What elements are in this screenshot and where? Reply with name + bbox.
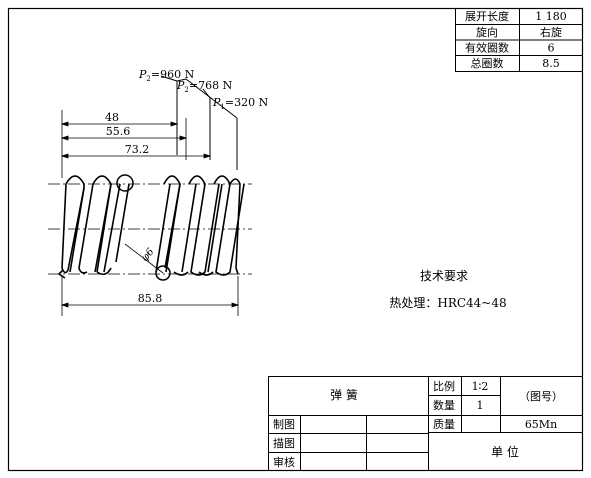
load-label-p2-768: P2=768 N — [176, 79, 233, 94]
wire-section-top — [116, 174, 134, 192]
qty-label: 数量 — [433, 399, 455, 412]
total-length-dimension — [60, 276, 240, 316]
traced-label: 描图 — [273, 436, 295, 450]
wire-section-bottom — [155, 265, 171, 281]
material: 65Mn — [525, 418, 557, 431]
tech-req-title: 技术要求 — [420, 269, 468, 283]
sheet-border — [7, 7, 584, 472]
parameter-table — [455, 8, 583, 72]
param-label-3: 总圈数 — [471, 56, 504, 70]
mass-label: 质量 — [433, 418, 455, 431]
spring-view — [48, 174, 252, 281]
dim-73-2: 73.2 — [125, 143, 150, 156]
svg-text:P2=960 N: P2=960 N — [138, 68, 195, 83]
param-value-2: 6 — [548, 42, 555, 55]
param-label-1: 旋向 — [476, 25, 498, 39]
drawn-label: 制图 — [273, 418, 295, 431]
svg-text:P2=768 N: P2=768 N — [176, 79, 233, 94]
heat-treatment-note: 热处理：HRC44~48 — [389, 296, 506, 310]
load-line — [176, 78, 238, 119]
param-value-3: 8.5 — [542, 57, 560, 70]
title-block — [268, 376, 583, 471]
unit-label: 单 位 — [491, 444, 519, 459]
dim-55-6: 55.6 — [106, 125, 131, 138]
param-value-0: 1 180 — [535, 10, 567, 23]
checked-label: 审核 — [273, 455, 295, 469]
param-value-1: 右旋 — [540, 25, 562, 39]
scale-value: 1∶2 — [472, 380, 489, 393]
param-label-2: 有效圈数 — [465, 41, 509, 55]
dimension-lines — [60, 110, 212, 178]
svg-text:P1=320 N: P1=320 N — [212, 96, 269, 111]
scale-label: 比例 — [433, 379, 455, 393]
dim-48: 48 — [105, 111, 119, 124]
param-label-0: 展开长度 — [465, 9, 509, 23]
wire-diameter-label: φ6 — [140, 246, 157, 264]
dim-85-8: 85.8 — [138, 292, 163, 305]
load-label-p2-960: P2=960 N — [138, 68, 195, 83]
load-label-p1-320: P1=320 N — [212, 96, 269, 111]
part-name: 弹 簧 — [330, 387, 358, 402]
qty-value: 1 — [477, 399, 484, 412]
load-diagram — [160, 75, 238, 170]
drawing-number: （图号） — [519, 390, 563, 403]
